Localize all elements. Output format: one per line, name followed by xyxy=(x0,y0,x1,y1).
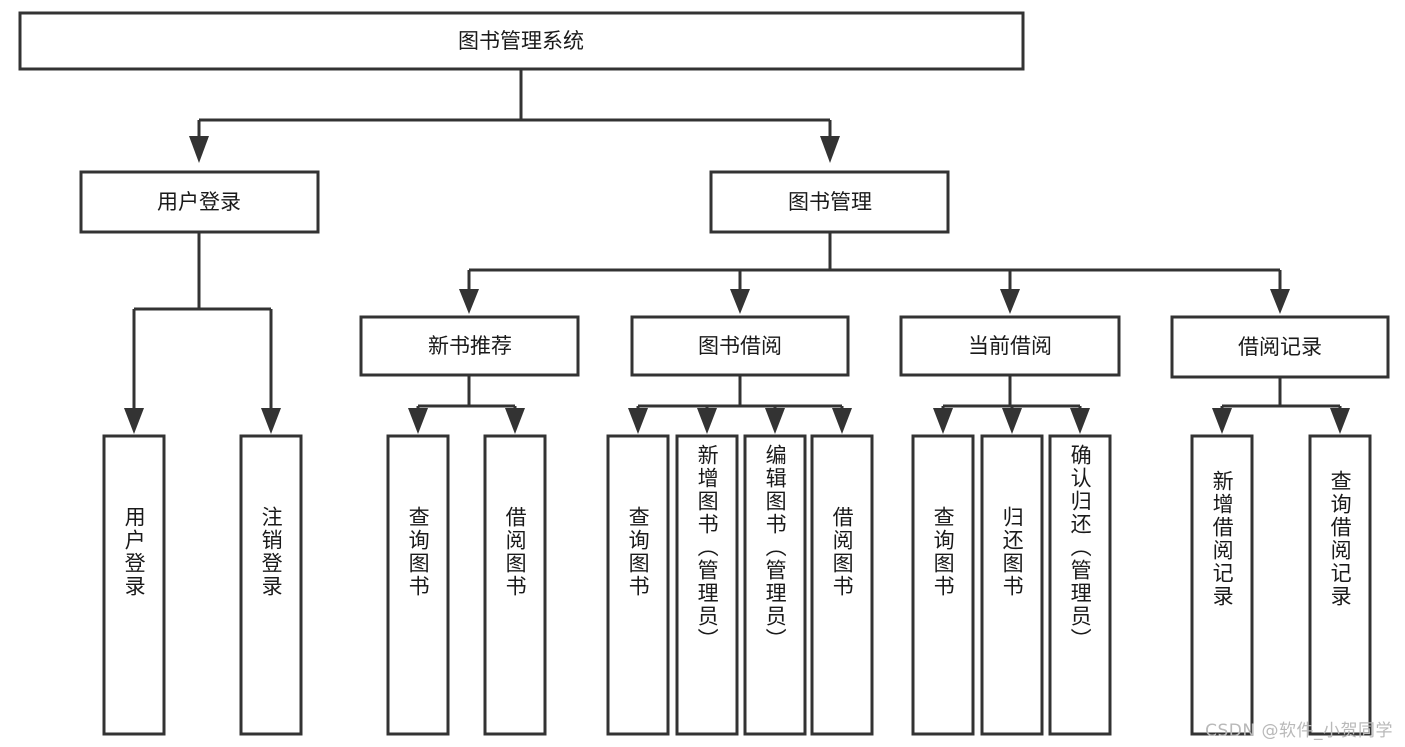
arrowhead-leaf-query-record xyxy=(1330,408,1350,434)
node-title[interactable]: 图书管理系统 xyxy=(18,11,1025,71)
leaf-box-user-login[interactable] xyxy=(102,434,166,736)
arrowhead-leaf-borrow-book-2 xyxy=(832,408,852,434)
connector-group-user-login xyxy=(124,232,281,434)
connector-group-book-borrow xyxy=(628,375,852,434)
node-book-management[interactable]: 图书管理 xyxy=(709,170,950,234)
node-new-book-recommend-label: 新书推荐 xyxy=(428,334,512,358)
arrowhead-leaf-add-book xyxy=(697,408,717,434)
arrowhead-leaf-edit-book xyxy=(765,408,785,434)
arrowhead-borrow-record xyxy=(1270,289,1290,314)
arrowhead-leaf-query-book-2 xyxy=(628,408,648,434)
node-new-book-recommend-box[interactable] xyxy=(359,315,580,377)
arrowhead-current-borrow xyxy=(1000,289,1020,314)
arrowhead-leaf-query-book-3 xyxy=(933,408,953,434)
node-book-management-label: 图书管理 xyxy=(788,190,872,214)
node-title-label: 图书管理系统 xyxy=(458,29,584,53)
leaf-box-query-record[interactable] xyxy=(1308,434,1372,736)
node-user-login-label: 用户登录 xyxy=(157,190,241,214)
node-current-borrow-box[interactable] xyxy=(899,315,1121,377)
leaf-box-confirm-return[interactable] xyxy=(1048,434,1112,736)
leaf-box-add-book[interactable] xyxy=(675,434,739,736)
connector-group-root xyxy=(189,69,840,163)
leaf-box-query-book-1[interactable] xyxy=(386,434,450,736)
leaf-box-logout-login[interactable] xyxy=(239,434,303,736)
arrowhead-leaf-confirm-return xyxy=(1070,408,1090,434)
node-borrow-record-box[interactable] xyxy=(1170,315,1390,379)
arrowhead-book-borrow xyxy=(730,289,750,314)
node-book-borrow-label: 图书借阅 xyxy=(698,334,782,358)
connector-group-current-borrow xyxy=(933,375,1090,434)
arrowhead-new-book-recommend xyxy=(459,289,479,314)
connector-group-book-management xyxy=(459,232,1290,314)
node-current-borrow[interactable]: 当前借阅 xyxy=(899,315,1121,377)
arrowhead-leaf-user-login xyxy=(124,408,144,434)
node-book-management-box[interactable] xyxy=(709,170,950,234)
node-borrow-record[interactable]: 借阅记录 xyxy=(1170,315,1390,379)
connector-group-new-book-recommend xyxy=(408,375,525,434)
arrowhead-leaf-borrow-book-1 xyxy=(505,408,525,434)
leaf-box-borrow-book-1[interactable] xyxy=(483,434,547,736)
arrowhead-leaf-add-record xyxy=(1212,408,1232,434)
leaf-box-return-book[interactable] xyxy=(980,434,1044,736)
node-title-box[interactable] xyxy=(18,11,1025,71)
node-book-borrow-box[interactable] xyxy=(630,315,850,377)
leaf-box-query-book-2[interactable] xyxy=(606,434,670,736)
arrowhead-user-login xyxy=(189,136,209,163)
leaf-box-borrow-book-2[interactable] xyxy=(810,434,874,736)
node-book-borrow[interactable]: 图书借阅 xyxy=(630,315,850,377)
leaf-box-query-book-3[interactable] xyxy=(911,434,975,736)
node-borrow-record-label: 借阅记录 xyxy=(1238,335,1322,359)
node-user-login[interactable]: 用户登录 xyxy=(79,170,320,234)
node-new-book-recommend[interactable]: 新书推荐 xyxy=(359,315,580,377)
connector-group-borrow-record xyxy=(1212,377,1350,434)
arrowhead-leaf-return-book xyxy=(1002,408,1022,434)
arrowhead-book-management xyxy=(820,136,840,163)
watermark-text: CSDN @软件_小贺同学 xyxy=(1205,721,1393,741)
node-current-borrow-label: 当前借阅 xyxy=(968,334,1052,358)
arrowhead-leaf-query-book-1 xyxy=(408,408,428,434)
leaf-box-add-record[interactable] xyxy=(1190,434,1254,736)
arrowhead-leaf-logout-login xyxy=(261,408,281,434)
leaf-box-edit-book[interactable] xyxy=(743,434,807,736)
leaf-boxes xyxy=(102,434,1372,736)
node-user-login-box[interactable] xyxy=(79,170,320,234)
